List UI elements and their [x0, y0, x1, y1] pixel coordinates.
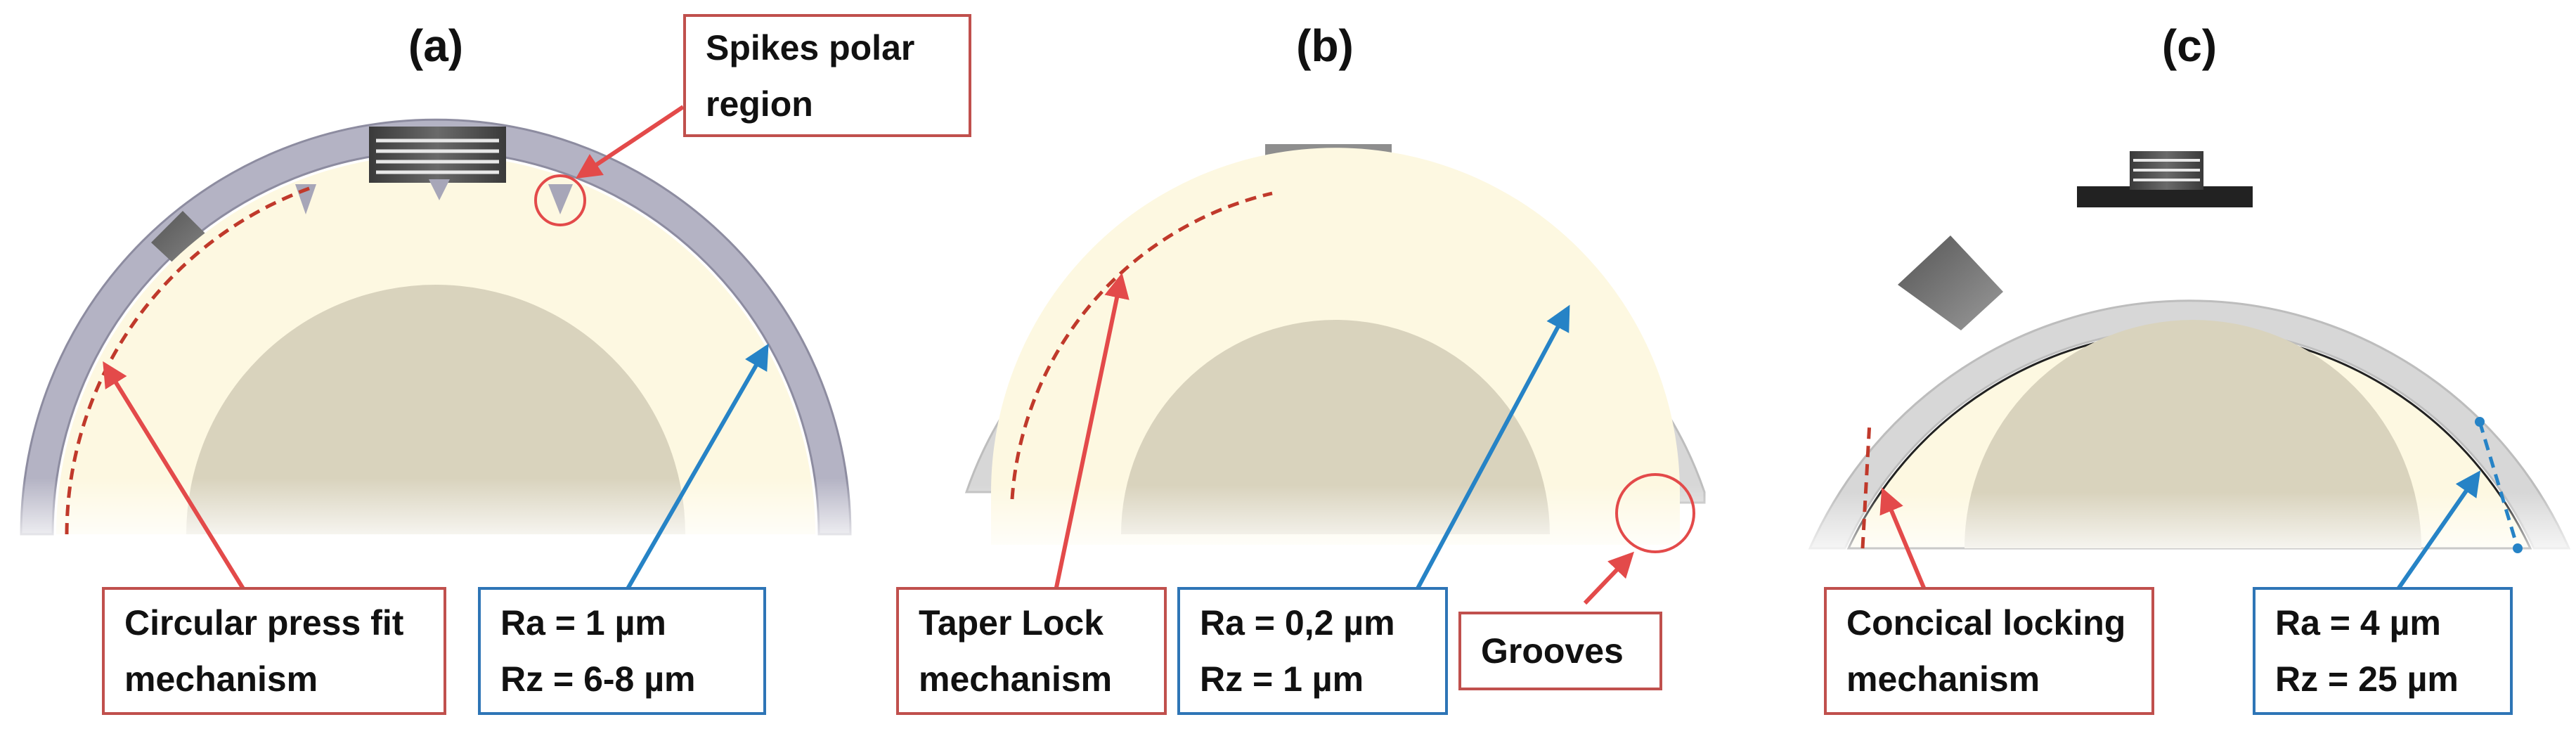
panel-b-grooves-arrow [1583, 551, 1634, 605]
panel-b-mechanism-line-2: mechanism [919, 659, 1113, 699]
panel-c-femoral-head [1965, 320, 2421, 548]
panel-c-cap-threads [2133, 159, 2200, 181]
panel-c-roughness-line-1: Ra = 4 µm [2275, 603, 2441, 643]
panel-a-fade [14, 478, 857, 541]
panel-a-mechanism-arrow [103, 361, 255, 606]
panel-c-roughness-dot-top [2475, 417, 2485, 427]
panel-c-mechanism-line-1: Concical locking [1846, 603, 2126, 643]
panel-c-locking-line [1860, 421, 1872, 549]
panel-a-implant [14, 118, 857, 541]
panel-a-press-fit-line [65, 186, 310, 535]
panel-b-roughness-arrow [1411, 304, 1570, 599]
panel-b-roughness-line-2: Rz = 1 µm [1200, 659, 1364, 699]
panel-c-mechanism-arrow [1879, 487, 1931, 602]
panel-a-spikes-line-2: region [706, 84, 813, 124]
panel-c-label: (c) [2161, 20, 2218, 71]
panel-a-spikes-callout: Spikes polar region [683, 14, 971, 137]
panel-a-spike-marker [534, 174, 586, 226]
panel-b-roughness-callout: Ra = 0,2 µm Rz = 1 µm [1177, 587, 1448, 715]
panel-b-mechanism-arrow [1052, 272, 1130, 598]
panel-a-femoral-head [186, 285, 685, 534]
panel-a-roughness-arrow [616, 343, 769, 606]
panel-a-spike-2 [429, 179, 450, 200]
panel-a-mechanism-callout: Circular press fit mechanism [102, 587, 446, 715]
panel-c-mechanism-callout: Concical locking mechanism [1824, 587, 2154, 715]
panel-a-polar-cap [369, 127, 506, 183]
panel-a-cap-threads [376, 138, 499, 174]
panel-c-mechanism-line-2: mechanism [1846, 659, 2040, 699]
panel-b-taper-line [1010, 191, 1273, 500]
panel-a-mechanism-line-2: mechanism [124, 659, 318, 699]
panel-b-roughness-line-1: Ra = 0,2 µm [1200, 603, 1395, 643]
panel-a-spikes-line-1: Spikes polar [706, 27, 915, 67]
panel-b-mechanism-line-1: Taper Lock [919, 603, 1104, 643]
panel-a-spike-3 [548, 184, 573, 214]
panel-c-roughness-arrow [2388, 470, 2481, 602]
panel-c-roughness-dot-bottom [2513, 543, 2523, 553]
panel-c-implant [1806, 151, 2572, 555]
panel-b-label: (b) [1296, 20, 1354, 71]
panel-a-roughness-line-2: Rz = 6-8 µm [500, 659, 696, 699]
panel-b-mechanism-callout: Taper Lock mechanism [896, 587, 1167, 715]
panel-a-label: (a) [408, 20, 464, 71]
panel-a-roughness-line-1: Ra = 1 µm [500, 603, 666, 643]
panel-c-roughness-callout: Ra = 4 µm Rz = 25 µm [2253, 587, 2513, 715]
panel-b-grooves-marker [1615, 473, 1695, 553]
panel-a-spike-arrow [576, 105, 685, 179]
panel-b-femoral-head [1121, 320, 1550, 534]
panel-b-fade [963, 485, 1708, 548]
panel-b-implant [963, 144, 1708, 553]
panel-c-roughness-line-2: Rz = 25 µm [2275, 659, 2459, 699]
panel-b-grooves-callout: Grooves [1458, 612, 1662, 690]
panel-b-grooves-line-1: Grooves [1481, 631, 1624, 671]
panel-c-roughness-line [2478, 421, 2520, 549]
panel-c-shell-band [1898, 236, 2003, 330]
panel-a-roughness-callout: Ra = 1 µm Rz = 6-8 µm [478, 587, 766, 715]
panel-a-mechanism-line-1: Circular press fit [124, 603, 404, 643]
